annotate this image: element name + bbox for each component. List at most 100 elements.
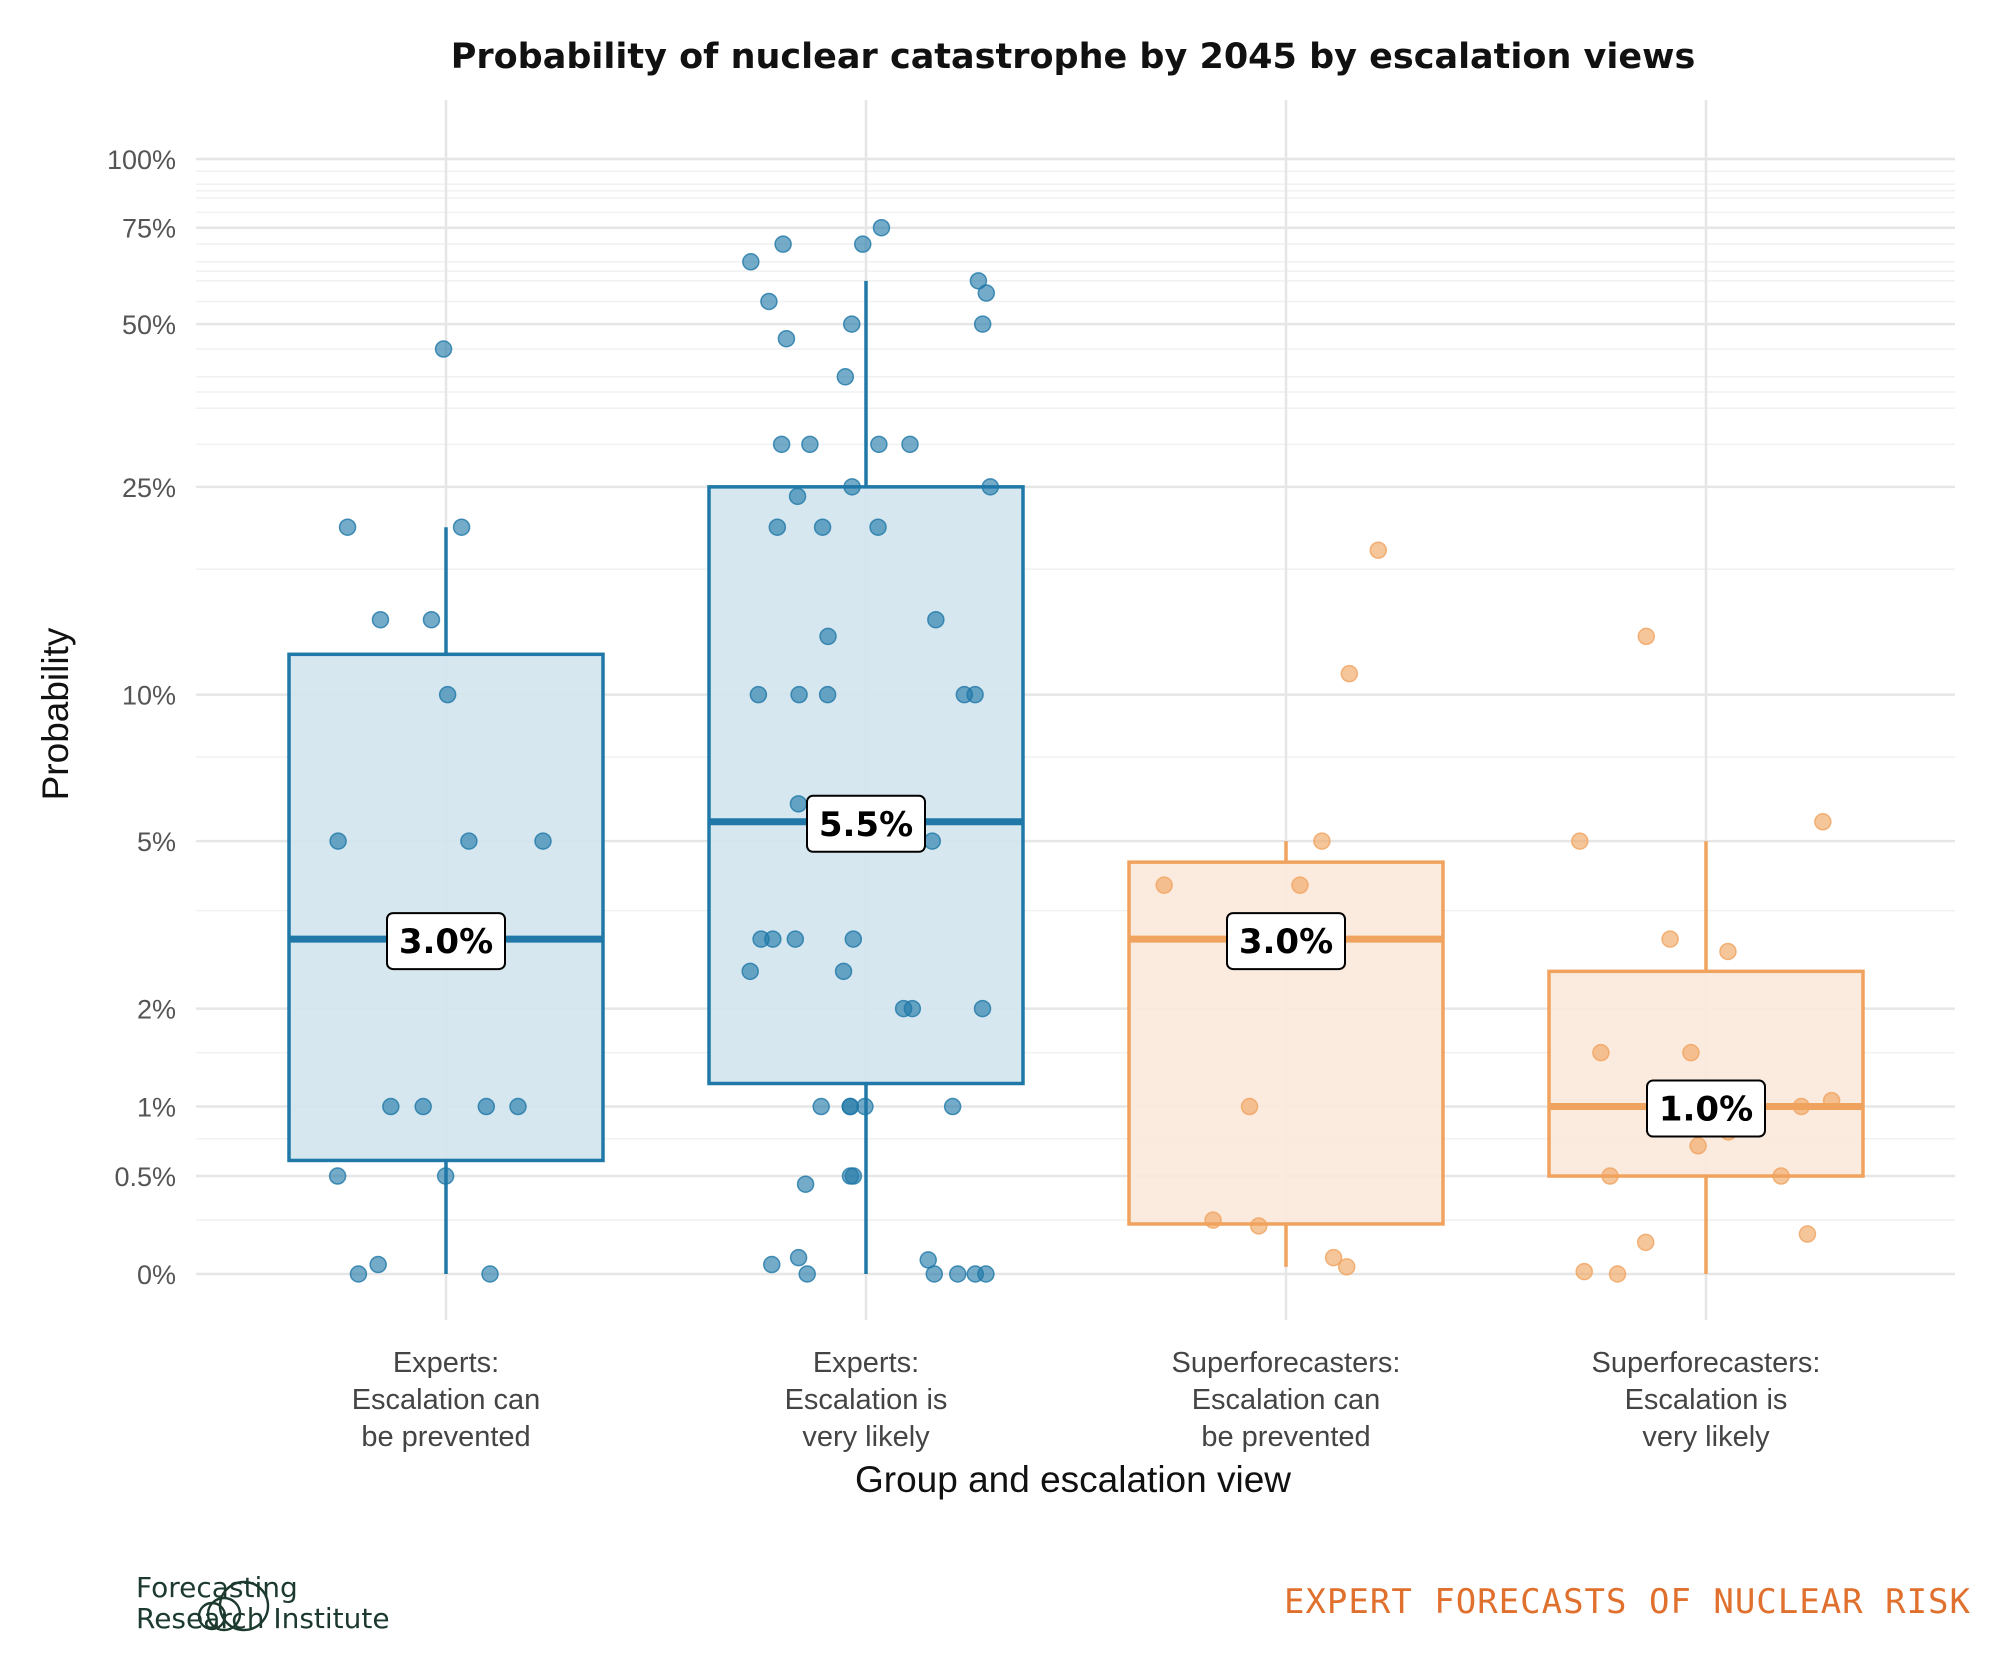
data-point <box>369 1255 387 1274</box>
x-category-label-line: Escalation can <box>352 1384 541 1416</box>
y-tick-label: 0% <box>137 1260 176 1290</box>
x-category-label-line: Superforecasters: <box>1172 1347 1401 1379</box>
x-category-label-line: Escalation can <box>1192 1384 1381 1416</box>
data-point <box>1575 1262 1593 1281</box>
data-point <box>772 435 791 454</box>
data-point <box>788 487 807 506</box>
data-point <box>834 962 853 981</box>
data-point <box>870 435 888 454</box>
logo-line-2: Research Institute <box>136 1602 390 1635</box>
data-point <box>925 1265 944 1283</box>
y-tick-label: 5% <box>137 827 176 857</box>
y-tick-label: 1% <box>137 1093 176 1123</box>
data-point <box>460 832 478 850</box>
x-category-label-line: very likely <box>802 1421 930 1453</box>
y-tick-label: 100% <box>107 145 176 175</box>
data-point <box>1814 813 1832 831</box>
data-point <box>1719 942 1737 961</box>
data-point <box>1661 930 1679 948</box>
median-label: 5.5% <box>819 805 913 845</box>
data-point <box>894 999 913 1018</box>
median-label-box <box>806 794 926 853</box>
box <box>1127 860 1445 1226</box>
data-point <box>749 685 768 704</box>
data-point <box>1822 1091 1841 1110</box>
data-point <box>966 1265 985 1283</box>
data-point <box>841 1167 860 1185</box>
data-point <box>1204 1211 1222 1229</box>
median-label-box <box>386 912 506 971</box>
data-point <box>789 1248 808 1267</box>
data-point <box>801 435 819 454</box>
brand-tagline: EXPERT FORECASTS OF NUCLEAR RISK <box>1283 1582 1971 1622</box>
y-tick-label: 25% <box>122 473 176 503</box>
data-point <box>1592 1043 1610 1062</box>
data-point <box>329 832 347 850</box>
data-point <box>434 340 453 358</box>
data-point <box>742 253 760 271</box>
data-point <box>981 478 1000 496</box>
median-labels: 3.0%5.5%3.0%1.0% <box>386 794 1766 1138</box>
logo-line-1: Forecasting <box>136 1571 298 1604</box>
x-category-label-line: Superforecasters: <box>1592 1347 1821 1379</box>
data-point <box>977 284 996 302</box>
data-point <box>414 1097 432 1116</box>
data-point <box>790 685 808 704</box>
x-category-label-line: Escalation is <box>1625 1384 1788 1416</box>
chart-title: Probability of nuclear catastrophe by 20… <box>451 37 1696 77</box>
data-point <box>841 1097 860 1116</box>
boxes <box>287 280 1865 1274</box>
data-point <box>927 610 945 629</box>
median-label: 3.0% <box>399 922 493 962</box>
data-point <box>328 1167 347 1185</box>
data-point <box>813 518 832 536</box>
x-category-label-line: very likely <box>1642 1421 1770 1453</box>
data-point <box>371 610 390 629</box>
data-point <box>1637 627 1656 646</box>
box <box>707 485 1025 1086</box>
median-label-box <box>1226 912 1346 971</box>
data-point <box>338 518 357 536</box>
data-point <box>534 832 552 850</box>
data-point <box>819 627 837 646</box>
data-point <box>901 435 919 454</box>
data-point <box>812 1097 830 1116</box>
median-label: 3.0% <box>1239 922 1333 962</box>
data-point <box>741 962 759 981</box>
data-point <box>1601 1167 1619 1185</box>
data-point <box>477 1097 496 1116</box>
x-category-label-line: Experts: <box>393 1347 499 1379</box>
logo-icon <box>197 1580 270 1632</box>
y-axis-title: Probability <box>35 627 76 800</box>
x-axis-title: Group and escalation view <box>855 1459 1291 1500</box>
data-point <box>1689 1137 1707 1155</box>
data-point <box>1571 832 1589 850</box>
box <box>1547 969 1865 1178</box>
data-point <box>836 368 855 386</box>
data-point <box>452 518 471 536</box>
x-category-label-line: be prevented <box>361 1421 530 1453</box>
data-point <box>382 1097 400 1116</box>
data-point <box>1608 1265 1627 1283</box>
box <box>287 652 605 1163</box>
data-point <box>760 292 778 311</box>
y-tick-label: 0.5% <box>114 1162 176 1192</box>
y-tick-label: 10% <box>122 681 176 711</box>
data-point <box>438 685 457 704</box>
logo-text: Forecasting Research Institute <box>136 1572 390 1634</box>
y-tick-label: 2% <box>137 995 176 1025</box>
y-tick-labels: 0%0.5%1%2%5%10%25%50%75%100% <box>107 145 176 1290</box>
data-point <box>1772 1167 1790 1185</box>
data-point <box>777 329 796 348</box>
data-point <box>853 235 872 253</box>
data-point <box>789 795 808 813</box>
data-point <box>1636 1233 1655 1252</box>
data-point <box>1250 1217 1268 1235</box>
data-point <box>422 610 441 629</box>
data-point <box>856 1097 874 1116</box>
data-point <box>818 685 837 704</box>
data-points <box>328 218 1841 1283</box>
data-point <box>1240 1097 1259 1116</box>
